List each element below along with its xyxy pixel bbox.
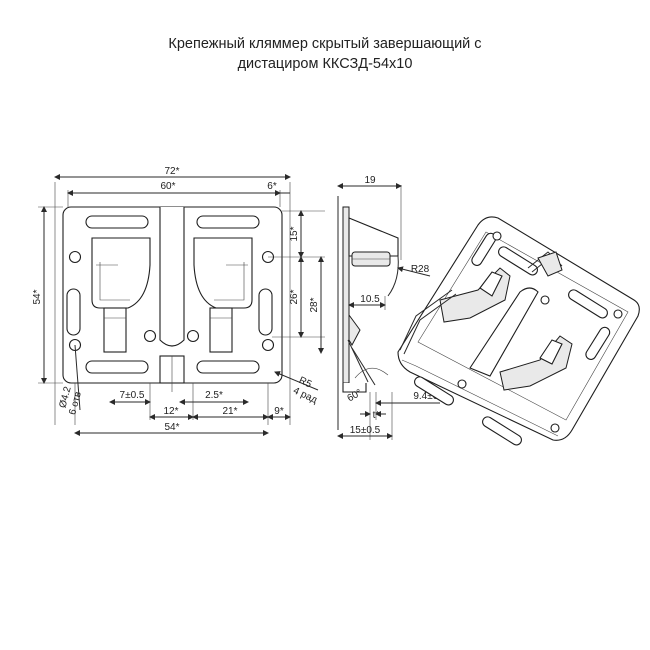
- dim-9: 9*: [274, 406, 284, 417]
- dim-15: 15*: [289, 226, 300, 241]
- hole-4: [261, 338, 275, 352]
- hole-1: [68, 250, 82, 264]
- radius-r5: R5: [297, 375, 314, 391]
- dim-28: 28*: [309, 297, 320, 312]
- slot-bottom-left: [85, 360, 149, 374]
- dim-15-side: 15±0.5: [350, 425, 381, 436]
- drawing-title: Крепежный кляммер скрытый завершающий с …: [0, 34, 650, 74]
- dim-72: 72*: [164, 166, 179, 177]
- radius-r28: R28: [411, 264, 430, 275]
- dim-2-5: 2.5*: [205, 390, 223, 401]
- center-slot: [159, 207, 185, 347]
- slot-bottom-right: [196, 360, 260, 374]
- dim-9-4: 9.4±0.5: [413, 391, 447, 402]
- slot-top-right: [196, 215, 260, 229]
- side-plate: [342, 206, 350, 384]
- dim-12: 12*: [163, 406, 178, 417]
- slot-left: [66, 288, 81, 336]
- dim-10-5: 10.5: [360, 294, 380, 305]
- dim-54-bottom: 54*: [164, 422, 179, 433]
- side-view: 19 R28 10.5 60° 9.4±0.5 t* 15±0.5: [337, 175, 447, 440]
- title-line-2: дистацирoм ККСЗД-54х10: [237, 56, 413, 72]
- dim-19: 19: [364, 175, 376, 186]
- thickness-t: t*: [373, 410, 380, 421]
- clip-window-right: [193, 237, 253, 309]
- dim-6: 6*: [267, 181, 277, 192]
- hole-5: [143, 329, 157, 343]
- tab-right: [209, 307, 233, 353]
- dim-7: 7±0.5: [120, 390, 145, 401]
- dim-54-side: 54*: [32, 289, 43, 304]
- title-line-1: Крепежный кляммер скрытый завершающий с: [168, 36, 482, 52]
- slot-right: [258, 288, 273, 336]
- dim-60: 60*: [160, 181, 175, 192]
- isometric-view: [397, 216, 640, 446]
- clip-window-left: [91, 237, 151, 309]
- front-view: 72* 60* 6* 54* 15* 26* 28* 7±0.5 2.5* 12…: [32, 166, 325, 436]
- slot-top-left: [85, 215, 149, 229]
- hole-6: [186, 329, 200, 343]
- tab-left: [103, 307, 127, 353]
- dim-21: 21*: [222, 406, 237, 417]
- dim-26: 26*: [289, 289, 300, 304]
